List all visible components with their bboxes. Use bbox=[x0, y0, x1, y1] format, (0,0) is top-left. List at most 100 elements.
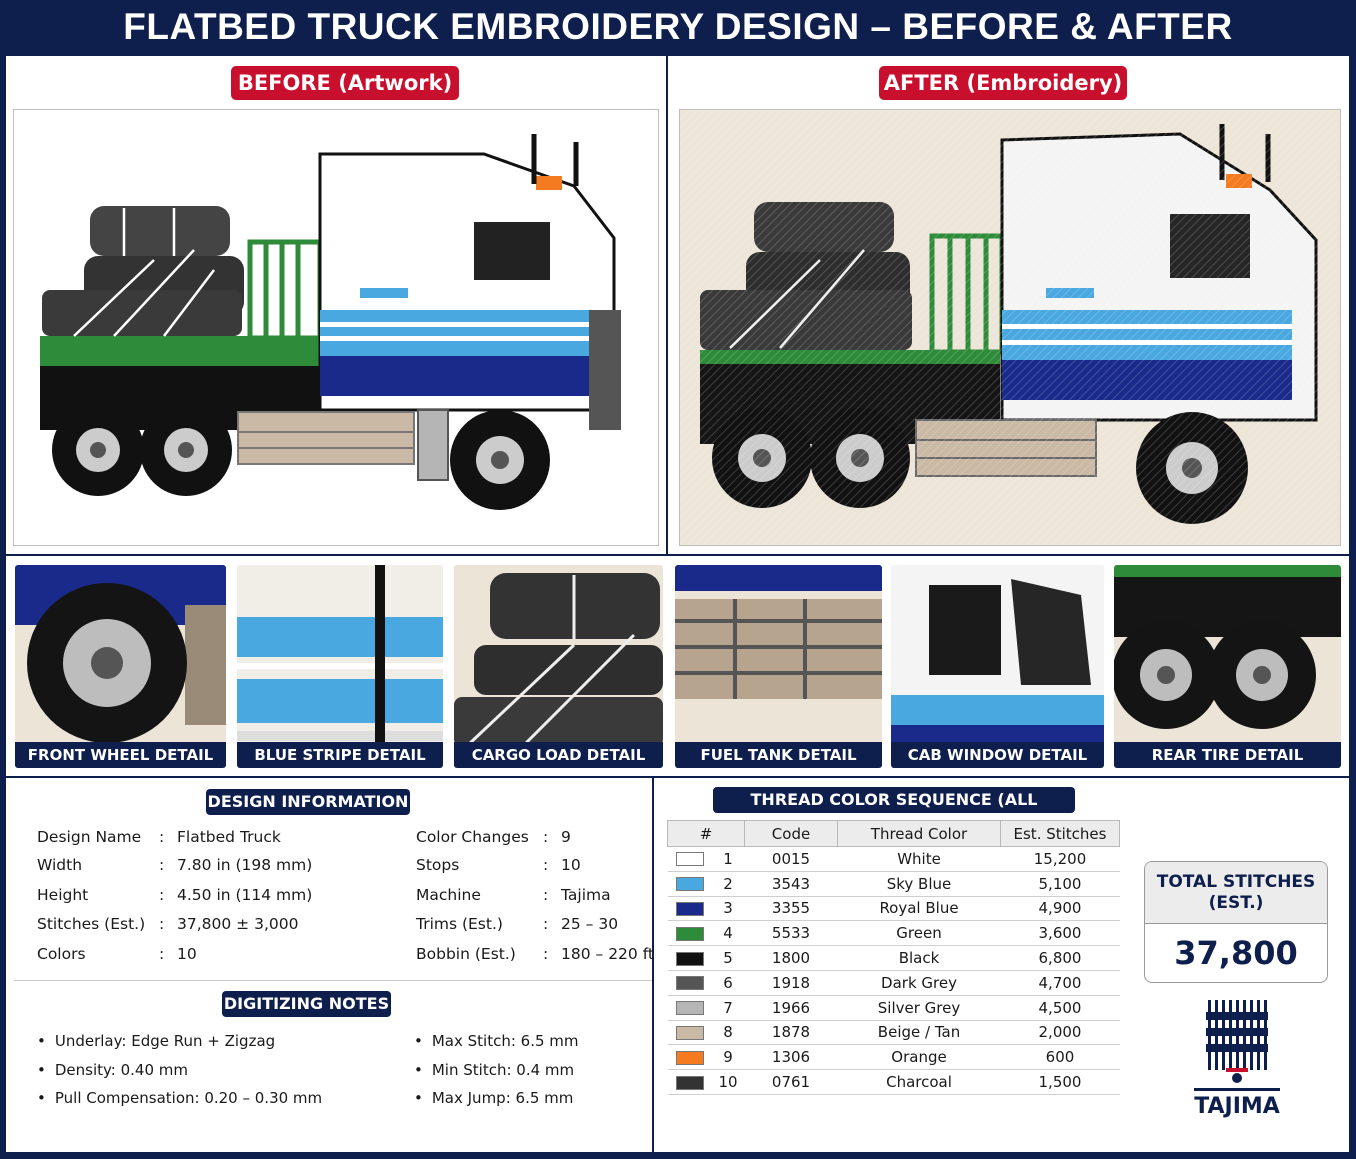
thread-code: 1918 bbox=[744, 970, 838, 996]
color-swatch bbox=[675, 852, 704, 867]
thread-stitches: 6,800 bbox=[1000, 945, 1120, 971]
detail-label: FUEL TANK DETAIL bbox=[675, 742, 882, 768]
info-label: Machine bbox=[416, 886, 481, 904]
info-value: 25 – 30 bbox=[561, 915, 619, 933]
thread-color-name: Black bbox=[837, 945, 1001, 971]
info-separator: : bbox=[159, 886, 165, 904]
digitizing-notes-heading: DIGITIZING NOTES bbox=[222, 991, 391, 1017]
info-value: 37,800 ± 3,000 bbox=[177, 915, 299, 933]
thread-stitches: 5,100 bbox=[1000, 871, 1120, 897]
col-num: # bbox=[667, 820, 745, 847]
detail-rear-tire: REAR TIRE DETAIL bbox=[1114, 565, 1341, 768]
brand-name: TAJIMA bbox=[1194, 1094, 1280, 1119]
color-swatch-cell bbox=[667, 896, 712, 922]
thread-num: 8 bbox=[711, 1020, 745, 1046]
detail-label: CARGO LOAD DETAIL bbox=[454, 742, 663, 768]
after-label: AFTER (Embroidery) bbox=[879, 66, 1127, 100]
color-swatch-cell bbox=[667, 1044, 712, 1071]
thread-num: 3 bbox=[711, 896, 745, 922]
info-value: Flatbed Truck bbox=[177, 828, 281, 846]
thread-num: 10 bbox=[711, 1069, 745, 1095]
thread-code: 1878 bbox=[744, 1020, 838, 1046]
color-swatch-cell bbox=[667, 945, 712, 971]
detail-label: CAB WINDOW DETAIL bbox=[891, 742, 1104, 768]
page-title: FLATBED TRUCK EMBROIDERY DESIGN – BEFORE… bbox=[0, 0, 1356, 56]
thread-code: 3543 bbox=[744, 871, 838, 897]
rear-tire-thumbnail bbox=[1114, 565, 1341, 768]
tajima-logo-icon bbox=[1206, 1000, 1268, 1083]
thread-stitches: 4,700 bbox=[1000, 970, 1120, 996]
table-header-row: # Code Thread Color Est. Stitches bbox=[667, 820, 1120, 847]
thread-code: 3355 bbox=[744, 896, 838, 922]
color-swatch-cell bbox=[667, 920, 712, 947]
color-swatch bbox=[675, 877, 704, 892]
info-label: Stops bbox=[416, 856, 460, 874]
tajima-logo-rule bbox=[1194, 1088, 1280, 1091]
color-swatch bbox=[675, 926, 704, 941]
total-label-line2: (EST.) bbox=[1208, 893, 1264, 913]
thread-stitches: 4,900 bbox=[1000, 896, 1120, 922]
note-item: Pull Compensation: 0.20 – 0.30 mm bbox=[37, 1089, 322, 1107]
color-swatch-cell bbox=[667, 846, 712, 872]
info-separator: : bbox=[159, 828, 165, 846]
info-separator: : bbox=[159, 945, 165, 963]
color-swatch bbox=[675, 1001, 704, 1016]
thread-stitches: 15,200 bbox=[1000, 846, 1120, 872]
color-swatch bbox=[675, 901, 704, 916]
color-swatch-cell bbox=[667, 995, 712, 1021]
thread-num: 5 bbox=[711, 945, 745, 971]
thread-code: 1306 bbox=[744, 1044, 838, 1071]
after-embroidery-image bbox=[679, 109, 1341, 546]
thread-code: 0015 bbox=[744, 846, 838, 872]
thread-color-name: Charcoal bbox=[837, 1069, 1001, 1095]
cab-window-thumbnail bbox=[891, 565, 1104, 768]
info-separator: : bbox=[543, 856, 549, 874]
thread-color-name: White bbox=[837, 846, 1001, 872]
detail-cargo-load: CARGO LOAD DETAIL bbox=[454, 565, 663, 768]
thread-color-name: Orange bbox=[837, 1044, 1001, 1071]
color-swatch-cell bbox=[667, 970, 712, 996]
info-separator: : bbox=[543, 945, 549, 963]
thread-num: 9 bbox=[711, 1044, 745, 1071]
fuel-tank-thumbnail bbox=[675, 565, 882, 768]
detail-front-wheel: FRONT WHEEL DETAIL bbox=[15, 565, 226, 768]
info-label: Trims (Est.) bbox=[416, 915, 503, 933]
thread-code: 5533 bbox=[744, 920, 838, 947]
note-item: Underlay: Edge Run + Zigzag bbox=[37, 1032, 275, 1050]
total-stitches-label: TOTAL STITCHES (EST.) bbox=[1145, 862, 1327, 924]
color-swatch bbox=[675, 1075, 704, 1090]
thread-stitches: 4,500 bbox=[1000, 995, 1120, 1021]
thread-stitches: 600 bbox=[1000, 1044, 1120, 1071]
info-separator: : bbox=[159, 915, 165, 933]
info-value: 10 bbox=[177, 945, 197, 963]
total-stitches-box: TOTAL STITCHES (EST.) 37,800 bbox=[1144, 861, 1328, 983]
thread-color-name: Sky Blue bbox=[837, 871, 1001, 897]
info-value: 7.80 in (198 mm) bbox=[177, 856, 313, 874]
info-separator: : bbox=[543, 828, 549, 846]
blue-stripe-thumbnail bbox=[237, 565, 443, 768]
thread-stitches: 1,500 bbox=[1000, 1069, 1120, 1095]
thread-code: 1966 bbox=[744, 995, 838, 1021]
note-item: Max Stitch: 6.5 mm bbox=[414, 1032, 579, 1050]
detail-fuel-tank: FUEL TANK DETAIL bbox=[675, 565, 882, 768]
thread-color-name: Royal Blue bbox=[837, 896, 1001, 922]
detail-cab-window: CAB WINDOW DETAIL bbox=[891, 565, 1104, 768]
info-label: Colors bbox=[37, 945, 86, 963]
info-label: Height bbox=[37, 886, 89, 904]
before-label: BEFORE (Artwork) bbox=[231, 66, 459, 100]
thread-num: 2 bbox=[711, 871, 745, 897]
info-value: 10 bbox=[561, 856, 581, 874]
thread-color-name: Silver Grey bbox=[837, 995, 1001, 1021]
note-item: Min Stitch: 0.4 mm bbox=[414, 1061, 574, 1079]
info-separator: : bbox=[543, 915, 549, 933]
color-swatch bbox=[675, 1025, 704, 1040]
